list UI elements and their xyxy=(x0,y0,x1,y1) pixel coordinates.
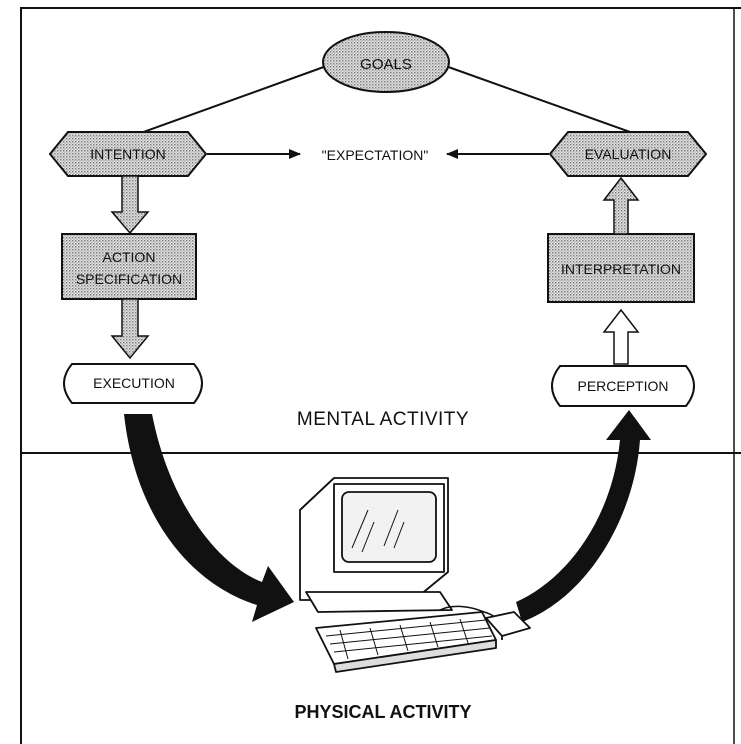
perception-to-interpretation-arrow xyxy=(602,308,640,365)
action-specification-node: ACTION SPECIFICATION xyxy=(61,233,197,300)
intention-label: INTENTION xyxy=(90,146,165,162)
interpretation-label: INTERPRETATION xyxy=(561,261,681,277)
expectation-label: "EXPECTATION" xyxy=(322,147,429,163)
mental-activity-label: MENTAL ACTIVITY xyxy=(297,409,469,430)
computer-to-perception-arrow xyxy=(516,410,651,622)
evaluation-node: EVALUATION xyxy=(548,131,708,177)
perception-node: PERCEPTION xyxy=(551,365,695,407)
intention-to-action-arrow xyxy=(110,175,150,235)
monitor-base xyxy=(305,591,453,613)
goals-node: GOALS xyxy=(322,31,450,93)
perception-label: PERCEPTION xyxy=(577,378,668,394)
interpretation-node: INTERPRETATION xyxy=(547,233,695,303)
mouse xyxy=(485,611,531,637)
interpretation-to-evaluation-arrow xyxy=(602,176,640,235)
action-specification-label-line2: SPECIFICATION xyxy=(76,271,182,287)
goals-label: GOALS xyxy=(360,56,412,73)
physical-activity-label: PHYSICAL ACTIVITY xyxy=(294,702,471,722)
execution-label: EXECUTION xyxy=(93,375,175,391)
computer-icon xyxy=(299,477,531,673)
monitor-screen xyxy=(341,491,437,563)
intention-node: INTENTION xyxy=(48,131,208,177)
action-specification-label-line1: ACTION xyxy=(103,249,156,265)
evaluation-label: EVALUATION xyxy=(585,146,672,162)
execution-node: EXECUTION xyxy=(63,363,203,404)
action-to-execution-arrow xyxy=(110,298,150,360)
execution-to-computer-arrow xyxy=(124,414,294,622)
